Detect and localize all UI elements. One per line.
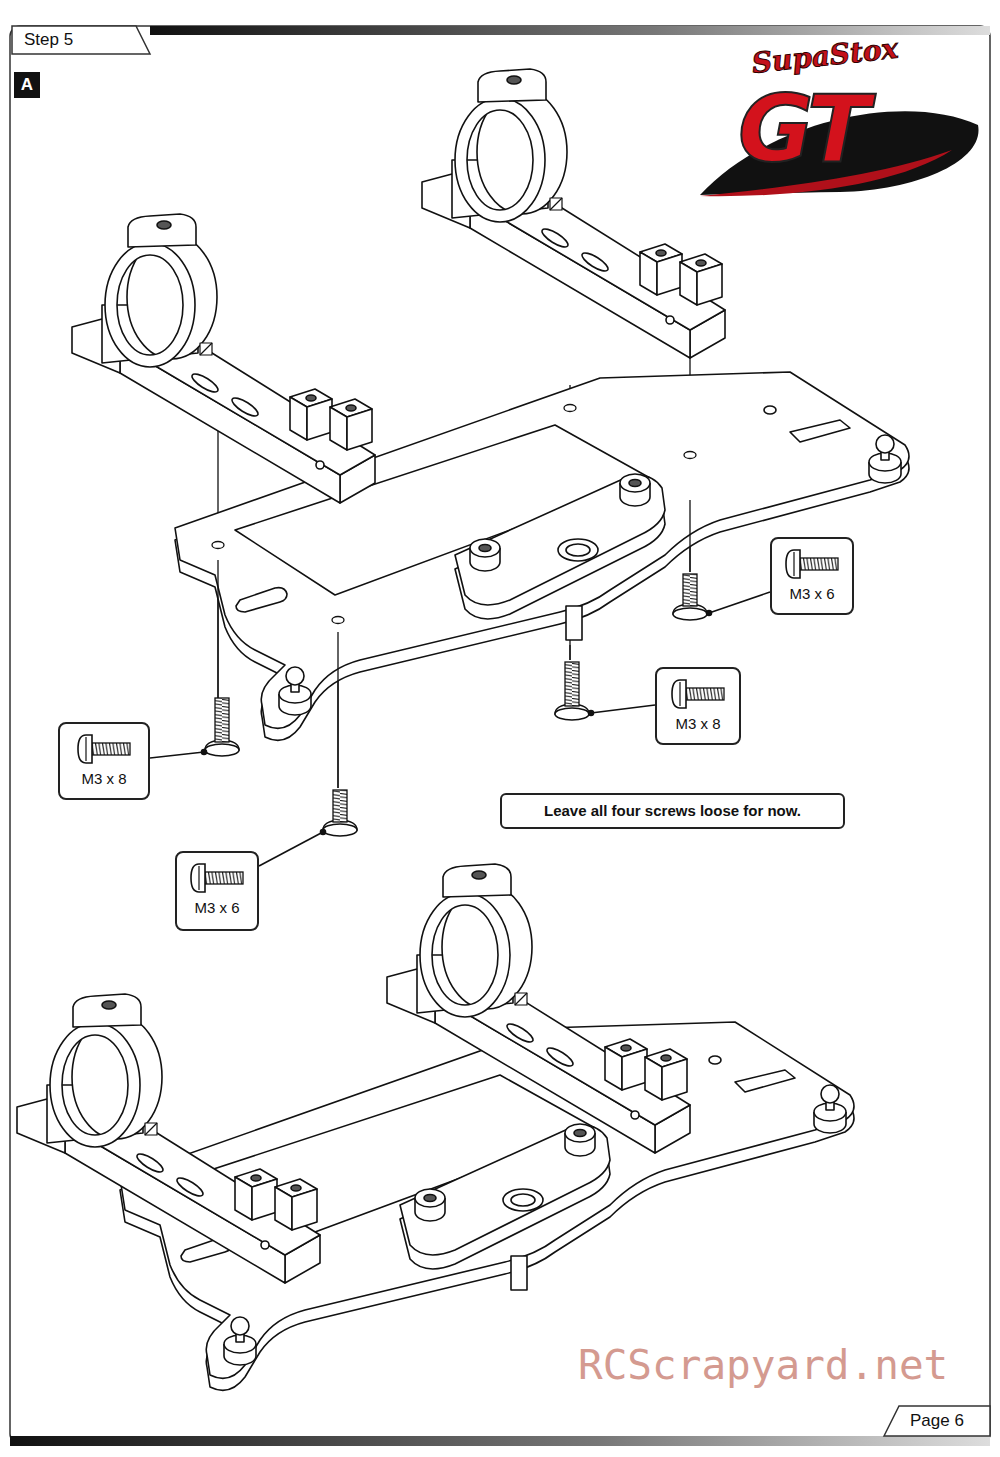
screw-icon	[205, 872, 243, 884]
leader-lines	[589, 711, 594, 716]
guide-lines-front	[337, 632, 338, 788]
bulkhead	[422, 69, 725, 358]
screw-m3x6	[673, 574, 707, 620]
screw-icon	[786, 550, 800, 578]
screw-icon	[800, 558, 838, 570]
footer-bar	[10, 1436, 990, 1446]
screw-callout: M3 x 8	[655, 667, 741, 745]
screw-icon	[187, 858, 247, 898]
bulkhead	[387, 864, 690, 1153]
screw-icon	[672, 680, 686, 708]
node-text: A	[21, 75, 33, 95]
leader-lines	[150, 752, 204, 758]
screw-icon	[191, 864, 205, 892]
guide-lines-front	[218, 500, 690, 788]
screw-icon	[198, 866, 199, 890]
page-frame	[10, 26, 990, 1444]
screw-holes	[212, 542, 224, 549]
node-text: M3 x 6	[194, 899, 239, 917]
screw-holes	[564, 405, 576, 412]
screw-callout: M3 x 8	[58, 722, 150, 800]
leader-lines	[259, 832, 323, 866]
screw-m3x8	[555, 662, 589, 720]
screw-m3x8	[205, 698, 239, 756]
screw-icon	[679, 682, 680, 706]
leader-lines	[321, 830, 326, 835]
tab-outline	[12, 26, 150, 54]
guide-lines-front	[569, 645, 570, 660]
page-number: Page 6	[910, 1412, 964, 1429]
bulkhead	[17, 994, 320, 1283]
node-text: Step 5	[24, 30, 73, 50]
screw-icon	[782, 544, 842, 584]
screw-icon	[686, 688, 724, 700]
leader-lines	[707, 611, 712, 616]
screw-icon	[74, 729, 134, 769]
screw-icon	[793, 552, 794, 576]
screw-icon	[78, 735, 92, 763]
screw-callout: M3 x 6	[175, 851, 259, 931]
step-tab: Step 5	[12, 26, 150, 54]
screw-holes	[684, 452, 696, 459]
exploded-view	[72, 69, 909, 866]
screw-m3x6	[323, 790, 357, 836]
screw-icon	[800, 558, 838, 570]
leader-lines	[202, 750, 207, 755]
assembled-view	[17, 864, 854, 1390]
screw-icon	[205, 872, 243, 884]
screw-holes	[332, 617, 344, 624]
section-letter: A	[14, 72, 40, 98]
note-box: Leave all four screws loose for now.	[500, 793, 845, 829]
node-text: M3 x 6	[789, 585, 834, 603]
screw-icon	[686, 688, 724, 700]
page-tab	[884, 1406, 990, 1436]
screw-icon	[92, 743, 130, 755]
screw-icon	[85, 737, 86, 761]
guide-lines	[217, 430, 218, 698]
page-frame	[10, 26, 990, 1444]
watermark: RCScrapyard.net	[578, 1345, 948, 1386]
screw-icon	[92, 743, 130, 755]
leader-lines	[709, 592, 770, 613]
logo-letters: GT	[738, 84, 865, 176]
guide-lines-front	[217, 560, 218, 698]
guide-lines-front	[689, 500, 690, 572]
node-text: M3 x 8	[675, 715, 720, 733]
header-bar	[150, 26, 990, 35]
node-text: Leave all four screws loose for now.	[544, 802, 801, 820]
screw-icon	[668, 674, 728, 714]
node-text: M3 x 8	[81, 770, 126, 788]
leader-lines	[591, 705, 655, 713]
bulkhead	[72, 214, 375, 503]
screw-callout: M3 x 6	[770, 537, 854, 615]
logo-script: SupaStox	[751, 35, 900, 78]
